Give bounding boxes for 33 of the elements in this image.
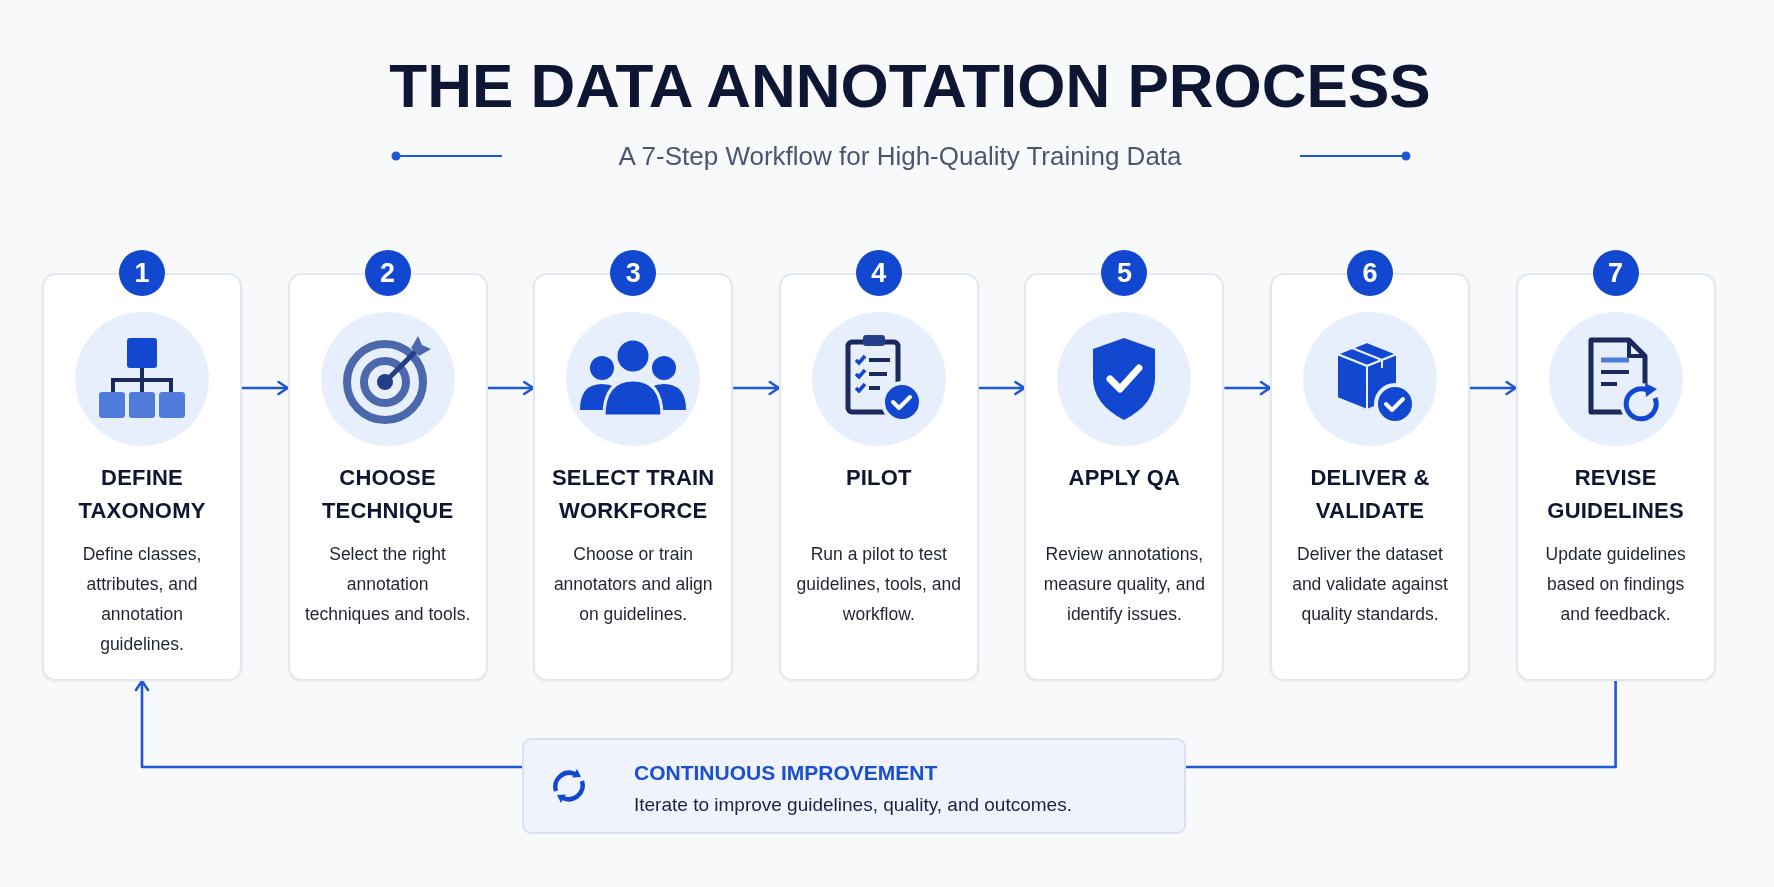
connector-line <box>1186 681 1617 769</box>
step-description: Select the right annotation techniques and tools. <box>303 543 472 626</box>
arrow <box>1224 380 1272 396</box>
step-title: DELIVER & VALIDATE <box>1309 464 1431 525</box>
arrow <box>134 679 522 769</box>
step-description: Choose or train annotators and align on guidelines. <box>552 543 714 626</box>
step-number: 1 <box>119 250 165 296</box>
step-description: Update guidelines based on findings and feedback. <box>1544 543 1687 626</box>
step-title: APPLY QA <box>1067 464 1182 492</box>
arrow <box>487 380 535 396</box>
step-number: 3 <box>610 250 657 296</box>
step-number: 5 <box>1101 250 1148 296</box>
step-title: REVISE GUIDELINES <box>1546 464 1685 525</box>
page-title: THE DATA ANNOTATION PROCESS <box>388 50 1432 122</box>
arrow <box>242 380 289 396</box>
step-number: 6 <box>1347 250 1393 296</box>
arrow <box>1470 380 1517 396</box>
step-description: Review annotations, measure quality, and identify issues. <box>1042 543 1206 626</box>
panel-title: CONTINUOUS IMPROVEMENT <box>634 760 938 786</box>
step-title: DEFINE TAXONOMY <box>77 464 207 525</box>
step-number: 2 <box>364 250 411 296</box>
panel-description: Iterate to improve guidelines, quality, and outcomes. <box>634 793 1072 817</box>
step-title: CHOOSE TECHNIQUE <box>320 464 455 525</box>
step-description: Deliver the dataset and validate against quality standards. <box>1291 543 1449 626</box>
step-number: 7 <box>1592 250 1639 296</box>
info-panel <box>522 738 1186 834</box>
step-title: SELECT TRAIN WORKFORCE <box>550 464 716 525</box>
arrow <box>978 380 1026 396</box>
step-number: 4 <box>855 250 902 296</box>
subtitle: A 7-Step Workflow for High-Quality Training Data <box>617 140 1183 173</box>
step-title: PILOT <box>844 464 913 492</box>
step-description: Define classes, attributes, and annotation guidelines. <box>81 543 203 656</box>
step-description: Run a pilot to test guidelines, tools, and workflow. <box>795 543 962 626</box>
